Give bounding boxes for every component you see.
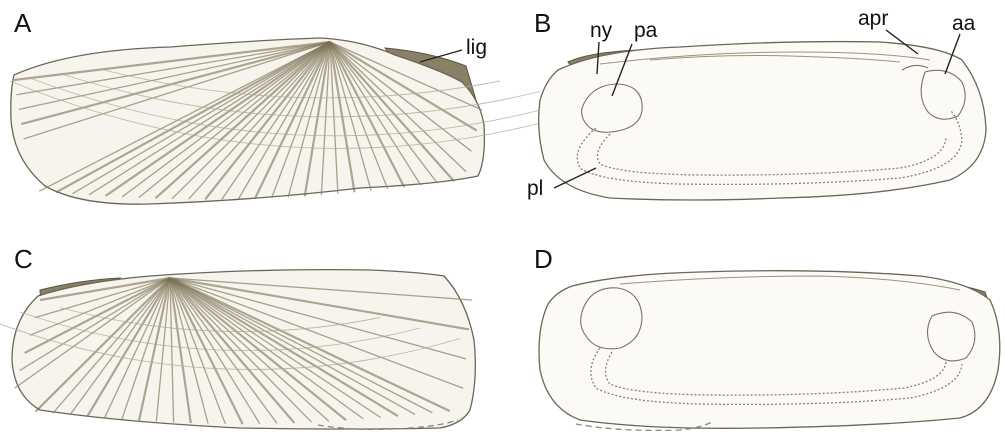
panel-letter-d: D <box>534 244 553 274</box>
label-aa: aa <box>952 12 976 35</box>
panel-letter-a: A <box>14 8 32 38</box>
panel-d: D <box>534 244 1000 430</box>
label-pa: pa <box>634 19 658 42</box>
panel-a: A lig <box>10 8 590 204</box>
panel-c: C <box>0 244 475 429</box>
panel-letter-b: B <box>534 8 551 38</box>
label-apr: apr <box>858 7 888 30</box>
panel-letter-c: C <box>14 244 33 274</box>
label-pl: pl <box>527 177 543 200</box>
panel-b: B ny pa apr aa pl <box>527 7 986 200</box>
label-ny: ny <box>590 19 613 42</box>
label-lig: lig <box>466 36 487 59</box>
shell-outline-d <box>539 271 1000 429</box>
